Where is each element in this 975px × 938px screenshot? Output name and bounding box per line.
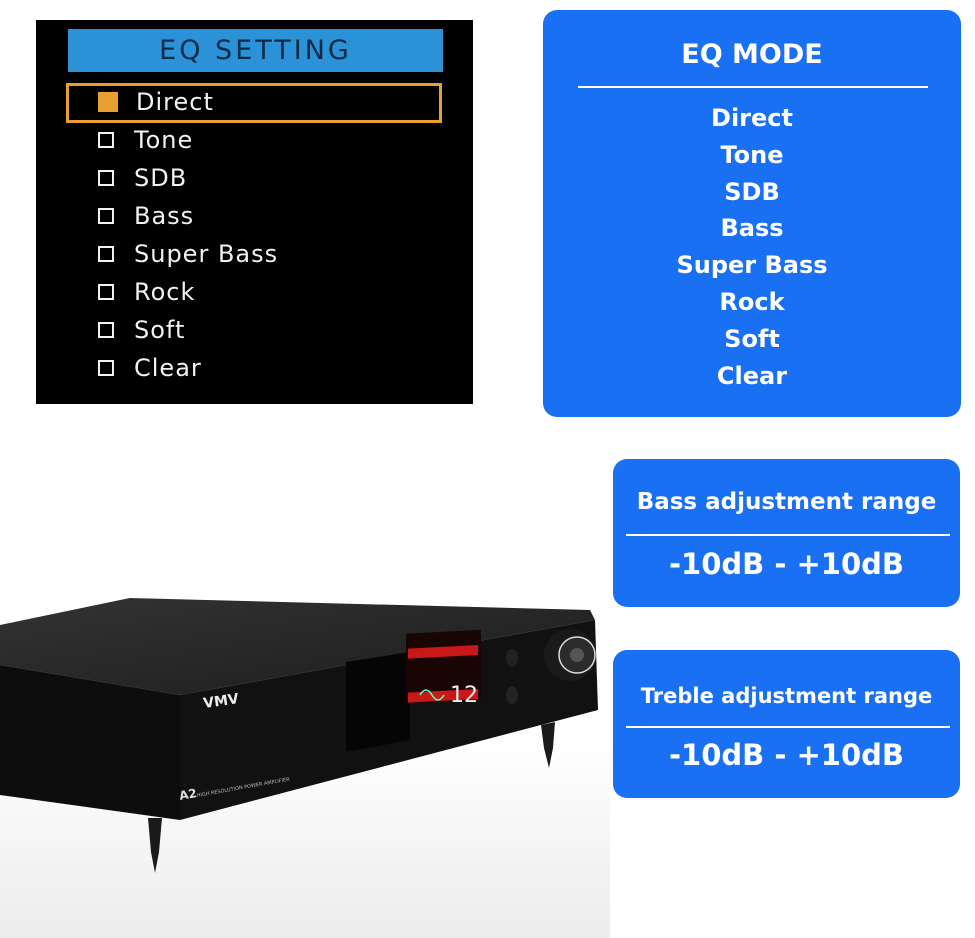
button-top — [506, 649, 518, 667]
eq-setting-item[interactable]: Soft — [98, 311, 185, 349]
checkbox-icon[interactable] — [98, 246, 114, 262]
eq-mode-item: Tone — [720, 140, 784, 169]
eq-setting-item[interactable]: Direct — [98, 83, 214, 121]
device-side — [0, 665, 180, 820]
eq-setting-item-label: Direct — [136, 88, 214, 116]
treble-range-title: Treble adjustment range — [640, 684, 933, 708]
divider — [626, 726, 950, 728]
eq-mode-item: Super Bass — [676, 251, 828, 280]
checkbox-icon[interactable] — [98, 132, 114, 148]
button-bottom — [506, 686, 518, 704]
eq-mode-item: Direct — [711, 104, 793, 132]
checkbox-icon[interactable] — [98, 322, 114, 338]
eq-setting-item-label: Bass — [134, 202, 195, 230]
divider — [578, 86, 928, 88]
eq-setting-item[interactable]: Super Bass — [98, 235, 278, 273]
treble-range-card: Treble adjustment range -10dB - +10dB — [613, 650, 960, 798]
checkbox-icon[interactable] — [98, 208, 114, 224]
foot-right — [541, 722, 555, 768]
eq-setting-item-label: Tone — [134, 126, 194, 154]
eq-setting-item-label: SDB — [134, 164, 188, 192]
eq-setting-item-label: Clear — [134, 354, 202, 382]
eq-mode-item: Clear — [716, 361, 788, 390]
eq-setting-item-label: Rock — [134, 278, 196, 306]
eq-setting-item[interactable]: Bass — [98, 197, 194, 235]
amplifier-device-image: 12 VMV A2 HIGH RESOLUTION POWER AMPLIFIE… — [0, 598, 610, 938]
checkbox-icon[interactable] — [98, 284, 114, 300]
eq-setting-item[interactable]: Rock — [98, 273, 195, 311]
selection-highlight — [66, 83, 442, 123]
bass-range-value: -10dB - +10dB — [668, 547, 904, 581]
eq-mode-item: Rock — [719, 288, 785, 316]
eq-setting-item[interactable]: Clear — [98, 349, 202, 387]
bass-range-title: Bass adjustment range — [636, 489, 937, 515]
checkbox-icon[interactable] — [98, 92, 118, 112]
eq-setting-item[interactable]: Tone — [98, 121, 193, 159]
bass-range-card: Bass adjustment range -10dB - +10dB — [613, 459, 960, 607]
device-top — [0, 598, 595, 695]
eq-mode-item: Bass — [720, 214, 784, 243]
eq-mode-title: EQ MODE — [681, 39, 823, 70]
eq-mode-item: Soft — [724, 324, 780, 353]
treble-range-value: -10dB - +10dB — [668, 738, 904, 772]
eq-setting-title: EQ SETTING — [68, 29, 443, 72]
brand-logo: VMV — [202, 691, 240, 712]
eq-setting-item-label: Super Bass — [134, 240, 279, 268]
checkbox-icon[interactable] — [98, 360, 114, 376]
eq-curve-icon — [419, 689, 445, 701]
divider — [626, 534, 950, 536]
checkbox-icon[interactable] — [98, 170, 114, 186]
display-value: 12 — [450, 683, 478, 708]
model-label: A2 — [178, 786, 198, 803]
eq-setting-item[interactable]: SDB — [98, 159, 187, 197]
eq-mode-item: SDB — [724, 177, 780, 206]
eq-setting-item-label: Soft — [134, 316, 186, 344]
foot-front — [148, 818, 162, 873]
